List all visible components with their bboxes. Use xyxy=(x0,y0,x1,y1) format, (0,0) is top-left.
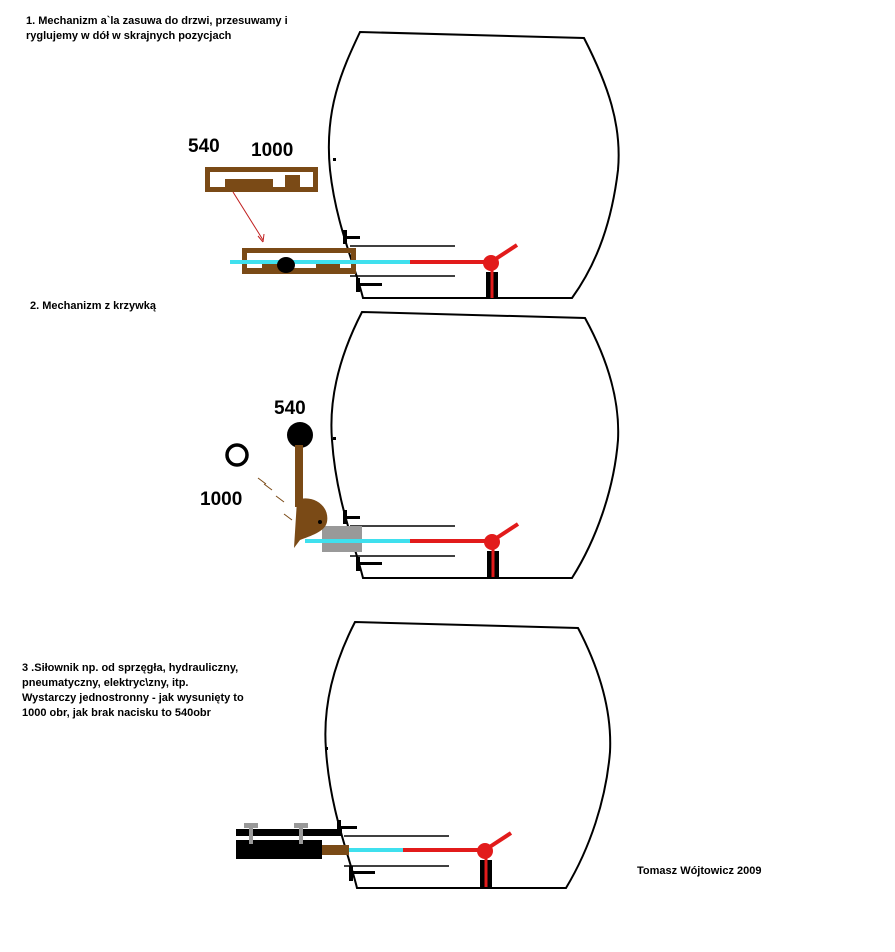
pointer-arrow-head xyxy=(257,233,265,243)
gear-hub-3 xyxy=(477,843,493,859)
fitting-bottom-3 xyxy=(349,866,375,881)
ghost-knob xyxy=(225,443,249,467)
motion-dash-2 xyxy=(263,483,273,491)
caption-mechanism-3: 3 .Siłownik np. od sprzęgła, hydrauliczn… xyxy=(22,662,244,719)
pointer-arrow xyxy=(232,191,264,241)
tractor-outline-3 xyxy=(324,620,612,889)
actuator-rod xyxy=(322,845,349,855)
fitting-top-2 xyxy=(343,510,360,524)
actuator-top-bar xyxy=(236,829,342,836)
body-dot-2 xyxy=(333,437,336,440)
cam-body xyxy=(294,498,328,548)
actuator-mount-1-head xyxy=(244,823,258,828)
lock-knob-1 xyxy=(277,257,295,273)
tractor-outline-2 xyxy=(330,310,620,579)
lever-knob xyxy=(287,422,313,448)
gear-hub-2 xyxy=(484,534,500,550)
slide-plate-mounted xyxy=(242,248,356,274)
label-1000-panel-2: 1000 xyxy=(200,489,243,510)
fitting-bottom-1 xyxy=(356,278,382,292)
actuator-cylinder xyxy=(236,840,322,859)
fitting-top-1 xyxy=(343,230,360,244)
tractor-outline-1 xyxy=(327,30,620,299)
actuator-mount-2-head xyxy=(294,823,308,828)
caption-mechanism-1: 1. Mechanizm a`la zasuwa do drzwi, przes… xyxy=(26,15,288,42)
label-1000-panel-1: 1000 xyxy=(251,140,294,161)
motion-dash-4 xyxy=(283,513,293,521)
panel-3 xyxy=(236,620,612,889)
panel-1 xyxy=(205,30,620,299)
body-dot-3 xyxy=(325,747,328,750)
body-dot-1 xyxy=(333,158,336,161)
cam-pivot xyxy=(318,520,322,524)
actuator-mount-1 xyxy=(249,828,253,844)
label-540-panel-1: 540 xyxy=(188,136,220,157)
panel-2 xyxy=(225,310,620,579)
fitting-top-3 xyxy=(337,820,357,834)
motion-dash-3 xyxy=(275,495,285,503)
slide-plate-top xyxy=(205,167,318,192)
actuator-mount-2 xyxy=(299,828,303,844)
lever-stem xyxy=(295,445,303,507)
gear-hub-1 xyxy=(483,255,499,271)
label-540-panel-2: 540 xyxy=(274,398,306,419)
author-credit: Tomasz Wójtowicz 2009 xyxy=(637,865,762,877)
caption-mechanism-2: 2. Mechanizm z krzywką xyxy=(30,300,156,312)
fitting-bottom-2 xyxy=(356,557,382,571)
motion-dash-1 xyxy=(257,477,267,485)
